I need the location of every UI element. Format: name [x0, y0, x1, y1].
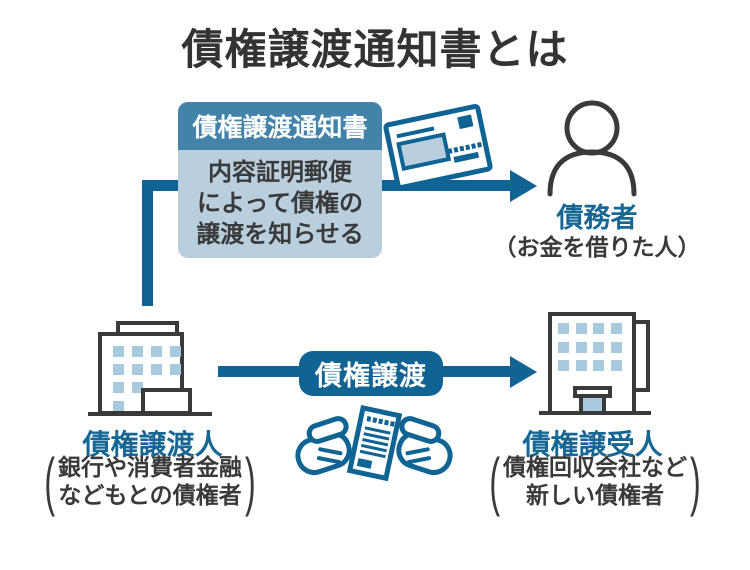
- notice-box-header: 債権譲渡通知書: [178, 102, 382, 150]
- open-paren: (: [489, 445, 500, 517]
- assignor-desc-line: 銀行や消費者金融: [58, 454, 242, 480]
- building-icon-assignor: [88, 321, 212, 417]
- notice-box: 債権譲渡通知書 内容証明郵便 によって債権の 譲渡を知らせる: [178, 102, 382, 258]
- top-arrowhead-icon: [510, 170, 537, 202]
- assignor-label: 債権譲渡人: [82, 429, 223, 460]
- assignee-desc-line: 新しい債権者: [526, 482, 664, 508]
- notice-body-line: 内容証明郵便: [208, 159, 352, 186]
- close-paren: ): [245, 445, 256, 517]
- connector-vertical-line: [142, 180, 153, 306]
- assignor-description: ( 銀行や消費者金融 などもとの債権者 ): [5, 449, 295, 513]
- assignee-label: 債権譲受人: [522, 429, 663, 460]
- debtor-label: 債務者: [556, 203, 638, 233]
- assignor-desc-line: などもとの債権者: [58, 482, 242, 508]
- bottom-arrowhead-icon: [510, 356, 537, 388]
- assignee-description: ( 債権回収会社など 新しい債権者 ): [455, 449, 735, 513]
- transfer-pill: 債権譲渡: [299, 351, 443, 396]
- notice-body-line: 譲渡を知らせる: [196, 221, 364, 248]
- handshake-icon: [293, 398, 455, 494]
- person-icon: [540, 98, 644, 198]
- open-paren: (: [44, 445, 55, 517]
- assignee-desc-line: 債権回収会社など: [503, 454, 687, 480]
- notice-body-line: によって債権の: [196, 190, 364, 217]
- close-paren: ): [690, 445, 701, 517]
- page-title: 債権譲渡通知書とは: [181, 26, 569, 73]
- building-icon-assignee: [539, 312, 651, 416]
- debtor-description: （お金を借りた人）: [493, 234, 701, 260]
- envelope-icon: [382, 102, 494, 191]
- notice-box-body: 内容証明郵便 によって債権の 譲渡を知らせる: [178, 150, 382, 250]
